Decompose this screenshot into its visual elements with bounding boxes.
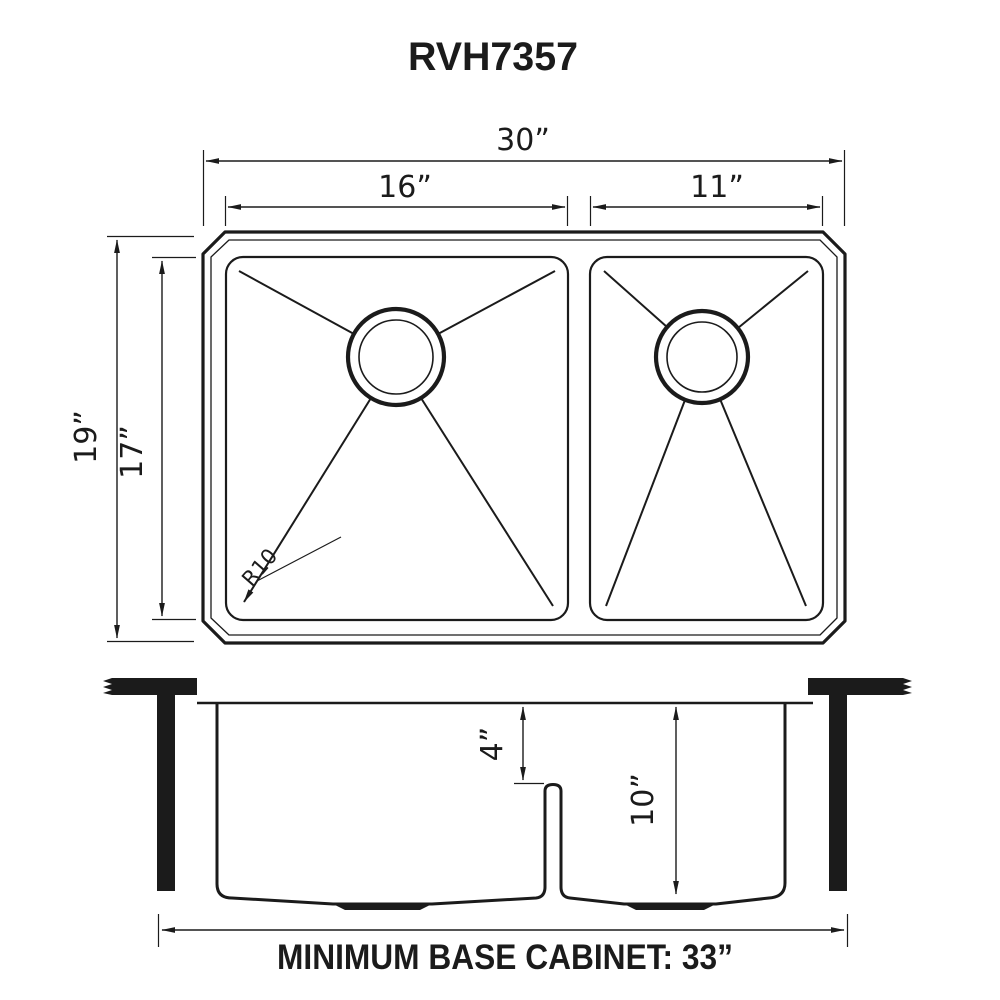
right-bowl-outline: [588, 255, 825, 622]
dim-right-bowl-width: 11”: [589, 170, 824, 226]
dim-label-overall-width: 30”: [496, 123, 550, 158]
drain-inner-circle: [358, 319, 434, 395]
right-bowl-drain: [653, 308, 751, 406]
countertop-section-left: [103, 678, 197, 695]
mounting-clamp-right: [829, 695, 847, 891]
dim-overall-depth: 19”: [69, 235, 194, 643]
dim-label-left-bowl-width: 16”: [378, 170, 432, 205]
side-view: 4” 10”: [103, 678, 912, 910]
slope-line: [420, 397, 554, 607]
slope-line: [719, 398, 807, 607]
drain-inner-circle: [666, 321, 738, 393]
left-bowl-slope-lines: [238, 270, 556, 607]
slope-line-with-radius-arrow: [243, 397, 372, 603]
drain-outer-circle: [653, 308, 751, 406]
top-view-dimensions: 30” 16” 11” 19”: [69, 123, 846, 643]
page-title: RVH7357: [408, 35, 578, 79]
slope-line: [603, 270, 668, 328]
dim-divider-drop: 4”: [475, 706, 544, 785]
sink-inner-rim-outline: [210, 239, 838, 636]
dim-label-divider-drop: 4”: [475, 727, 510, 762]
dim-bowl-front-to-back: 17”: [115, 256, 196, 621]
top-view: R10: [201, 230, 847, 645]
countertop-section-right: [808, 678, 912, 695]
dim-label-right-bowl-width: 11”: [690, 170, 744, 205]
dim-label-bowl-front-to-back: 17”: [115, 425, 150, 479]
min-base-cabinet-label: MINIMUM BASE CABINET: 33”: [277, 938, 733, 977]
dim-label-overall-depth: 19”: [69, 410, 104, 464]
drain-fitting-right: [624, 904, 716, 910]
dim-bowl-depth: 10”: [626, 706, 679, 895]
slope-line: [238, 270, 355, 335]
dim-overall-width: 30”: [202, 123, 846, 226]
dim-left-bowl-width: 16”: [224, 170, 569, 226]
sink-cross-section-outline: [215, 703, 787, 906]
radius-leader-line: [256, 536, 342, 582]
slope-line: [605, 399, 686, 607]
drain-outer-circle: [345, 306, 447, 408]
dim-label-bowl-depth: 10”: [626, 773, 661, 827]
slope-line: [737, 270, 809, 329]
slope-line: [437, 270, 556, 335]
left-bowl-outline: [224, 255, 570, 622]
left-bowl-drain: [345, 306, 447, 408]
sink-outer-rim-outline: [201, 230, 847, 645]
mounting-clamp-left: [157, 695, 175, 891]
right-bowl-slope-lines: [603, 270, 809, 607]
drain-fitting-left: [333, 904, 432, 910]
base-cabinet-dimension: MINIMUM BASE CABINET: 33”: [157, 914, 849, 977]
corner-radius-callout: R10: [237, 536, 342, 591]
